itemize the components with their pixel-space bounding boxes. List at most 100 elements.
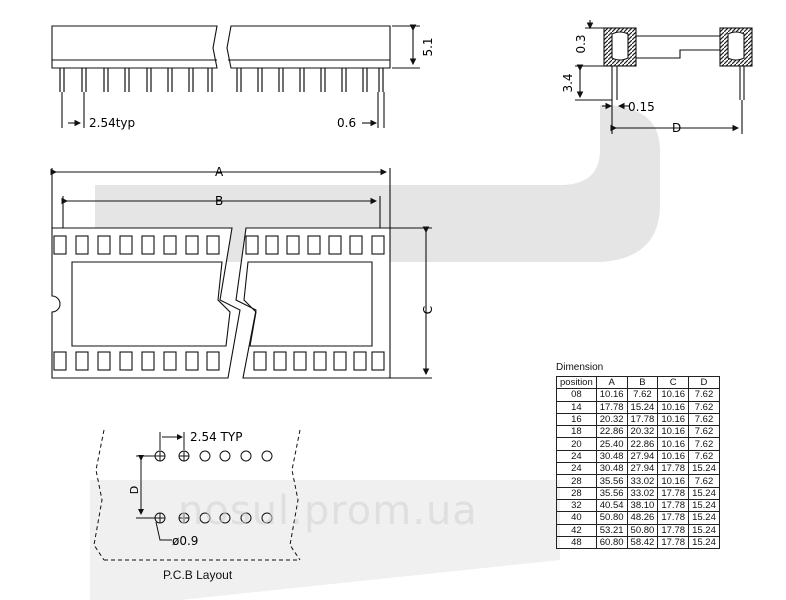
table-cell: 30.48 xyxy=(595,462,628,476)
table-cell: 17.78 xyxy=(595,400,628,414)
dimension-table-header: position A B C D xyxy=(556,375,720,390)
table-cell: 24 xyxy=(556,462,597,476)
table-cell: 15.24 xyxy=(688,498,720,513)
end-width-label: D xyxy=(672,121,681,135)
pcb-hole-label: ø0.9 xyxy=(172,534,198,548)
pcb-holes-top xyxy=(154,450,273,462)
table-cell: 17.78 xyxy=(657,498,690,513)
pcb-d-label: D xyxy=(128,486,141,494)
table-cell: 10.16 xyxy=(657,425,690,439)
header-cell: B xyxy=(626,375,659,390)
table-cell: 35.56 xyxy=(595,486,628,500)
table-cell: 15.24 xyxy=(688,486,720,500)
table-cell: 10.16 xyxy=(657,400,690,414)
table-cell: 30.48 xyxy=(595,449,628,464)
table-cell: 48 xyxy=(556,535,597,550)
table-cell: 42 xyxy=(556,523,597,537)
table-cell: 27.94 xyxy=(626,449,659,464)
table-cell: 7.62 xyxy=(688,474,720,488)
table-cell: 33.02 xyxy=(626,474,659,488)
table-cell: 14 xyxy=(556,400,597,414)
table-cell: 35.56 xyxy=(595,474,628,488)
watermark-text: nosul.prom.ua xyxy=(178,488,478,534)
table-cell: 28 xyxy=(556,486,597,500)
header-cell: C xyxy=(657,375,690,390)
table-cell: 16 xyxy=(556,412,597,427)
table-cell: 10.16 xyxy=(657,412,690,427)
side-pin-width-label: 0.6 xyxy=(337,116,356,130)
table-cell: 38.10 xyxy=(626,498,659,513)
top-b-label: B xyxy=(215,194,223,208)
table-cell: 20.32 xyxy=(595,412,628,427)
table-cell: 22.86 xyxy=(626,437,659,451)
top-a-label: A xyxy=(215,165,224,179)
table-cell: 17.78 xyxy=(657,511,690,525)
table-cell: 08 xyxy=(556,388,597,402)
table-cell: 7.62 xyxy=(688,400,720,414)
table-cell: 22.86 xyxy=(595,425,628,439)
bottom-pads-row xyxy=(53,351,385,371)
end-bottom-label: 0.15 xyxy=(628,100,655,114)
table-cell: 53.21 xyxy=(595,523,628,537)
top-c-label: C xyxy=(421,306,435,314)
side-pitch-label: 2.54typ xyxy=(89,116,135,130)
table-cell: 40.54 xyxy=(595,498,628,513)
table-cell: 58.42 xyxy=(626,535,659,550)
pcb-pitch-label: 2.54 TYP xyxy=(190,430,242,444)
table-cell: 10.16 xyxy=(595,388,628,402)
end-view xyxy=(575,20,753,134)
header-cell: position xyxy=(556,375,597,390)
end-top-label: 0.3 xyxy=(574,34,588,53)
table-cell: 20 xyxy=(556,437,597,451)
table-cell: 60.80 xyxy=(595,535,628,550)
table-cell: 50.80 xyxy=(595,511,628,525)
pcb-layout xyxy=(93,429,301,561)
table-cell: 10.16 xyxy=(657,437,690,451)
table-cell: 10.16 xyxy=(657,474,690,488)
table-cell: 7.62 xyxy=(688,425,720,439)
table-cell: 17.78 xyxy=(657,523,690,537)
table-cell: 7.62 xyxy=(626,388,659,402)
header-cell: D xyxy=(688,375,720,390)
table-cell: 50.80 xyxy=(626,523,659,537)
table-cell: 18 xyxy=(556,425,597,439)
table-cell: 15.24 xyxy=(688,462,720,476)
table-cell: 27.94 xyxy=(626,462,659,476)
table-cell: 7.62 xyxy=(688,412,720,427)
table-cell: 24 xyxy=(556,449,597,464)
watermark-band xyxy=(90,105,660,600)
table-cell: 17.78 xyxy=(657,535,690,550)
side-pins xyxy=(59,68,384,92)
table-cell: 7.62 xyxy=(688,449,720,464)
table-cell: 28 xyxy=(556,474,597,488)
table-cell: 33.02 xyxy=(626,486,659,500)
table-cell: 15.24 xyxy=(688,523,720,537)
table-cell: 15.24 xyxy=(688,535,720,550)
dimension-table-title: Dimension xyxy=(556,362,604,373)
table-cell: 7.62 xyxy=(688,437,720,451)
table-cell: 17.78 xyxy=(657,462,690,476)
table-cell: 25.40 xyxy=(595,437,628,451)
table-cell: 15.24 xyxy=(626,400,659,414)
table-cell: 20.32 xyxy=(626,425,659,439)
header-cell: A xyxy=(595,375,628,390)
table-cell: 10.16 xyxy=(657,449,690,464)
pcb-layout-title: P.C.B Layout xyxy=(163,568,233,582)
table-cell: 17.78 xyxy=(626,412,659,427)
table-cell: 40 xyxy=(556,511,597,525)
top-view xyxy=(50,168,432,379)
side-height-label: 5.1 xyxy=(421,37,435,56)
table-cell: 32 xyxy=(556,498,597,513)
